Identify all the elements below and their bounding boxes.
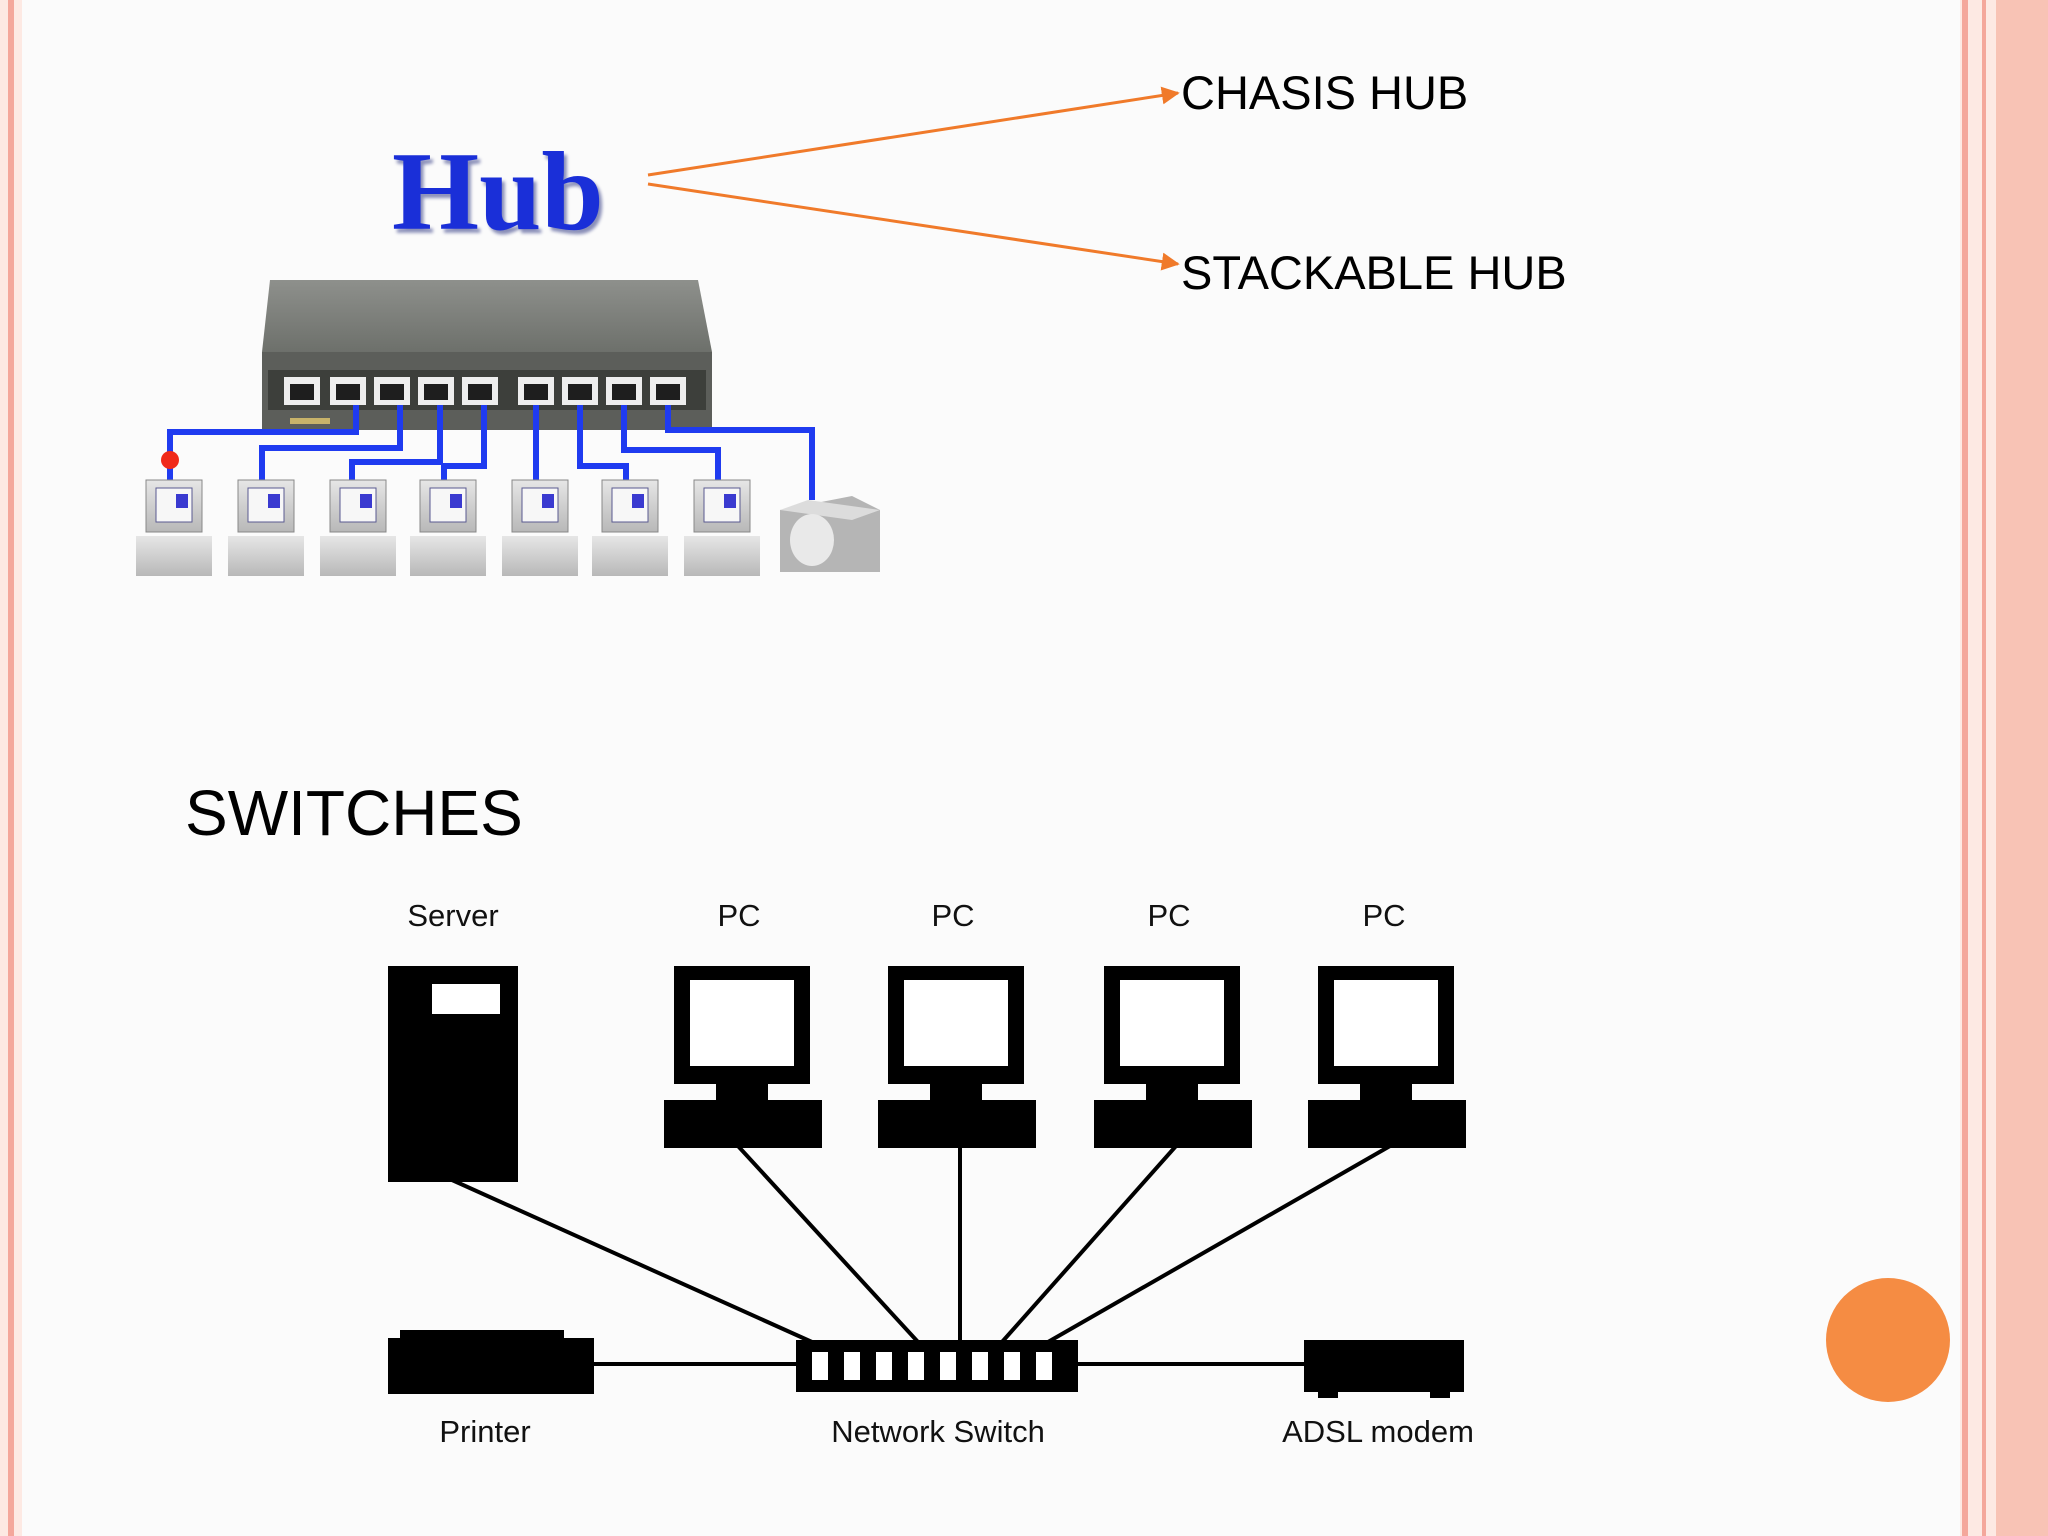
adsl-modem-icon — [1304, 1340, 1464, 1398]
pc-label-3: PC — [1147, 898, 1191, 933]
server-label: Server — [407, 898, 499, 933]
hub-pc-3 — [320, 479, 396, 576]
slide-canvas — [22, 0, 1960, 1536]
hub-pc-4 — [410, 479, 486, 576]
hub-branch-arrows — [647, 86, 1180, 271]
pc-label-4: PC — [1362, 898, 1406, 933]
hub-device-illustration — [262, 280, 712, 430]
network-switch-icon — [796, 1340, 1078, 1392]
switch-connection-lines — [451, 1144, 1391, 1366]
pc-icon-4 — [1308, 966, 1466, 1148]
hub-pc-1 — [136, 479, 212, 576]
printer-label: Printer — [439, 1414, 531, 1449]
printer-icon — [388, 1330, 594, 1394]
pc-label-1: PC — [717, 898, 761, 933]
switches-title: SWITCHES — [185, 777, 523, 849]
chasis-hub-label: CHASIS HUB — [1181, 66, 1469, 119]
hub-wordmark: Hub — [392, 130, 604, 254]
hub-cables — [167, 405, 815, 500]
accent-circle — [1826, 1278, 1950, 1402]
hub-pc-7 — [684, 479, 760, 576]
hub-status-dot — [161, 451, 179, 469]
pc-icon-2 — [878, 966, 1036, 1148]
server-icon — [388, 966, 518, 1182]
hub-printer — [780, 496, 880, 572]
pc-icon-1 — [664, 966, 822, 1148]
right-frame-bar — [1960, 0, 2048, 1536]
hub-pc-5 — [502, 479, 578, 576]
hub-pc-6 — [592, 479, 668, 576]
left-frame-bar — [0, 0, 22, 1536]
stackable-hub-label: STACKABLE HUB — [1181, 246, 1567, 299]
network-switch-label: Network Switch — [831, 1414, 1045, 1449]
pc-label-2: PC — [931, 898, 975, 933]
adsl-modem-label: ADSL modem — [1282, 1414, 1474, 1449]
hub-pc-2 — [228, 479, 304, 576]
pc-icon-3 — [1094, 966, 1252, 1148]
